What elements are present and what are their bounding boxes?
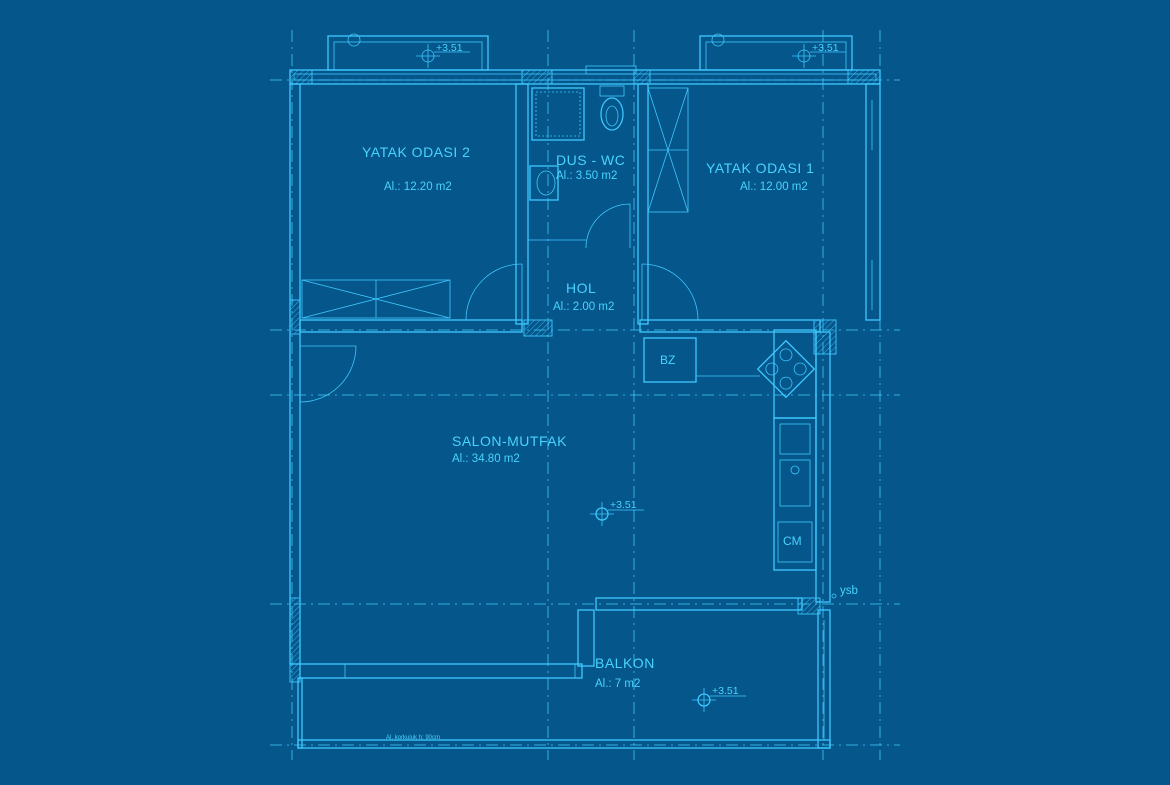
- level-text: +3.51: [436, 42, 463, 54]
- railing-note: Al. korkuluk h: 90cm: [386, 735, 440, 741]
- interior-walls: [299, 83, 837, 679]
- level-marker-balcony-right: +3.51: [711, 33, 846, 68]
- room-area-salon-mutfak: Al.: 34.80 m2: [452, 453, 520, 465]
- room-area-yatak-odasi-1: Al.: 12.00 m2: [740, 181, 808, 193]
- bathroom-fixtures: [529, 85, 625, 201]
- room-area-hol: Al.: 2.00 m2: [553, 301, 614, 313]
- room-name-yatak-odasi-2: YATAK ODASI 2: [362, 144, 470, 160]
- label-ysb: ysb: [840, 585, 858, 597]
- level-text: +3.51: [812, 42, 839, 54]
- level-marker-balkon: +3.51: [692, 685, 746, 712]
- room-area-dus-wc: Al.: 3.50 m2: [556, 170, 617, 182]
- level-text: +3.51: [712, 685, 739, 697]
- room-name-hol: HOL: [566, 280, 596, 296]
- kitchen-fixtures: [643, 329, 817, 571]
- room-name-dus-wc: DUS - WC: [556, 152, 625, 168]
- label-bz: BZ: [660, 353, 675, 367]
- doors: [299, 203, 699, 403]
- level-marker-salon: +3.51: [590, 499, 644, 526]
- level-text: +3.51: [610, 499, 637, 511]
- exterior-walls: [289, 69, 881, 683]
- wardrobes: [301, 87, 689, 319]
- room-name-salon-mutfak: SALON-MUTFAK: [452, 433, 567, 449]
- room-name-balkon: BALKON: [595, 655, 655, 671]
- label-cm: CM: [783, 534, 802, 548]
- axis-grid: [270, 30, 900, 760]
- top-balconies: [327, 35, 853, 75]
- room-area-balkon: Al.: 7 m2: [595, 678, 640, 690]
- room-name-yatak-odasi-1: YATAK ODASI 1: [706, 160, 814, 176]
- room-area-yatak-odasi-2: Al.: 12.20 m2: [384, 181, 452, 193]
- balcony-railing: [297, 609, 831, 749]
- level-marker-balcony-left: +3.51: [347, 33, 470, 68]
